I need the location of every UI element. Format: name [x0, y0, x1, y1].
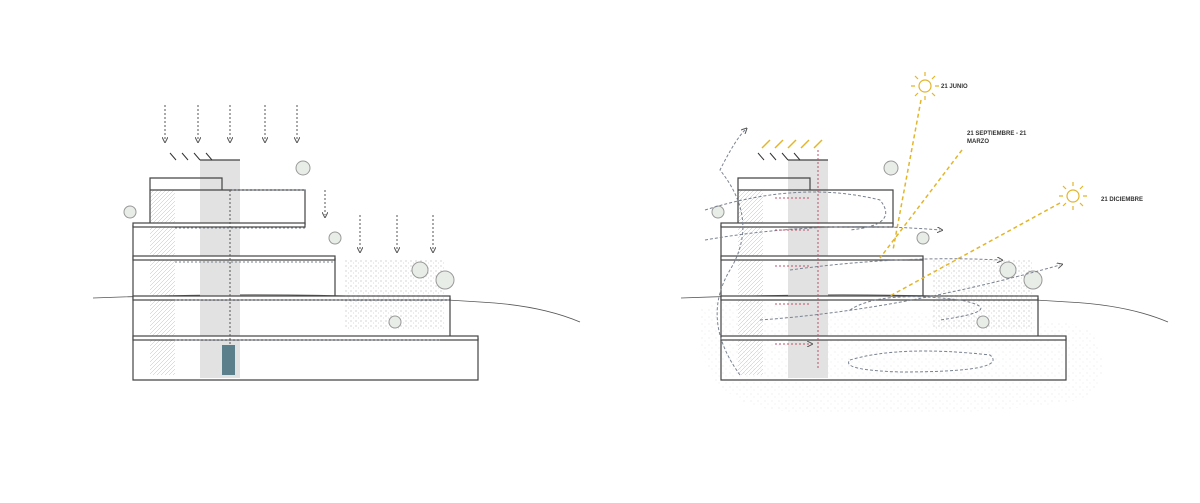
sun-ray-december — [889, 202, 1061, 297]
door — [222, 345, 235, 375]
airflow-path — [759, 265, 1060, 321]
airflow-lines — [704, 130, 1060, 376]
airflow-path — [849, 296, 982, 321]
airflow-path — [704, 191, 887, 231]
lighting-section — [92, 105, 581, 381]
airflow-path — [716, 130, 745, 376]
heat-arrows — [775, 150, 819, 370]
sun-ray-june — [892, 99, 922, 251]
airflow-loop — [848, 350, 994, 373]
heat-arrows-floors — [775, 197, 810, 344]
label-december: 21 DICIEMBRE — [1101, 197, 1143, 203]
sun-ray-equinox — [879, 149, 963, 259]
sun-icon-december — [1059, 182, 1087, 210]
sun-arrows-roof — [761, 139, 823, 149]
airflow-path — [704, 226, 940, 241]
label-equinox-2: MARZO — [967, 139, 989, 145]
daylight-arrows — [165, 105, 450, 355]
light-distribution-lines — [175, 189, 450, 341]
sun-icons — [911, 72, 1087, 210]
solar-section: 21 JUNIO 21 SEPTIEMBRE - 21 MARZO 21 DIC… — [680, 72, 1169, 415]
label-equinox-1: 21 SEPTIEMBRE - 21 — [967, 131, 1027, 137]
sun-icon-june — [911, 72, 939, 100]
label-june: 21 JUNIO — [941, 84, 968, 90]
airflow-path — [789, 259, 1000, 271]
building-section-left — [92, 152, 581, 381]
sun-rays — [761, 99, 1061, 297]
